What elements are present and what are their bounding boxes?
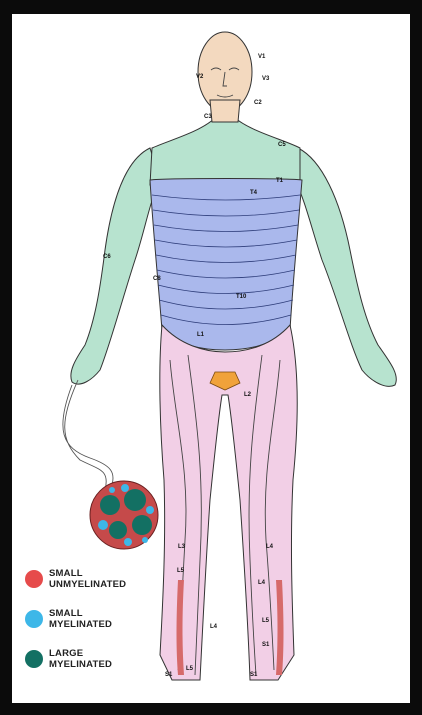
label-l4a: L4 <box>266 544 274 550</box>
label-l5a: L5 <box>177 568 185 574</box>
label-t10: T10 <box>236 294 247 300</box>
legend-small-myelinated: SMALL MYELINATED <box>25 608 112 630</box>
cervical-region <box>150 118 300 185</box>
label-c2: C2 <box>254 100 262 106</box>
label-l5c: L5 <box>186 666 194 672</box>
label-c8: C8 <box>153 276 161 282</box>
legend-line2: MYELINATED <box>49 619 112 630</box>
legend-text: LARGE MYELINATED <box>49 648 112 670</box>
label-t1: T1 <box>276 178 284 184</box>
label-s1b: S1 <box>165 672 173 678</box>
label-v3: V3 <box>262 76 270 82</box>
label-v2: V2 <box>196 74 204 80</box>
legend-line1: SMALL <box>49 568 126 579</box>
legend-dot-red <box>25 570 43 588</box>
legend-line2: UNMYELINATED <box>49 579 126 590</box>
nerve-cross-section <box>90 481 158 549</box>
legend-dot-blue <box>25 610 43 628</box>
legend-dot-green <box>25 650 43 668</box>
legend-line1: LARGE <box>49 648 112 659</box>
left-arm <box>295 148 396 386</box>
label-l1: L1 <box>197 332 205 338</box>
label-l3: L3 <box>178 544 186 550</box>
legend-text: SMALL UNMYELINATED <box>49 568 126 590</box>
label-l4c: L4 <box>210 624 218 630</box>
label-l4b: L4 <box>258 580 266 586</box>
label-l5b: L5 <box>262 618 270 624</box>
label-t4: T4 <box>250 190 258 196</box>
label-c3: C3 <box>204 114 212 120</box>
right-arm <box>71 148 160 384</box>
label-s1c: S1 <box>250 672 258 678</box>
legend-large-myelinated: LARGE MYELINATED <box>25 648 112 670</box>
label-c6: C6 <box>103 254 111 260</box>
neck <box>210 100 240 122</box>
label-l2: L2 <box>244 392 252 398</box>
legend-text: SMALL MYELINATED <box>49 608 112 630</box>
legend-small-unmyelinated: SMALL UNMYELINATED <box>25 568 126 590</box>
nerve-cable <box>63 380 113 490</box>
legend-line1: SMALL <box>49 608 112 619</box>
label-v1: V1 <box>258 54 266 60</box>
label-c5: C5 <box>278 142 286 148</box>
legend-line2: MYELINATED <box>49 659 112 670</box>
label-s1a: S1 <box>262 642 270 648</box>
